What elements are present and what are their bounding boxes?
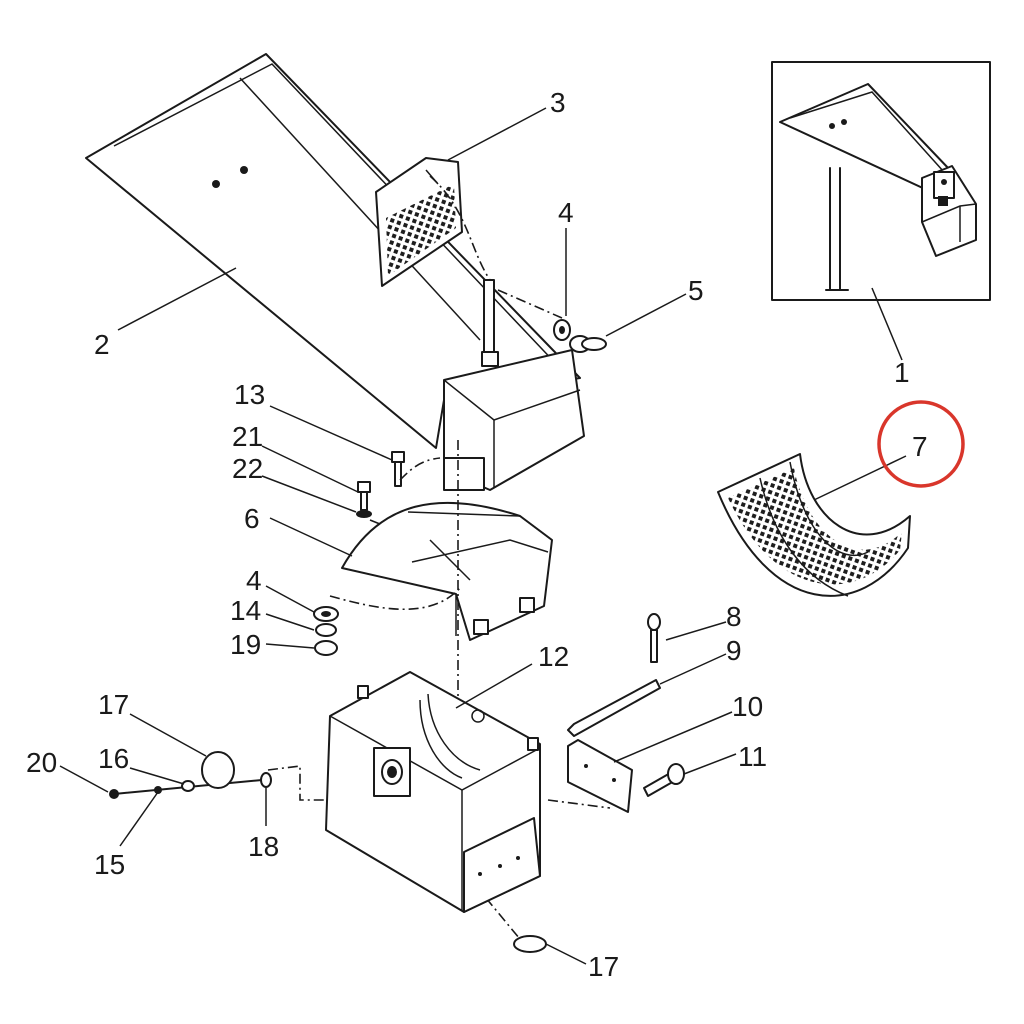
- callout-19: 19: [230, 629, 261, 660]
- callout-2: 2: [94, 329, 110, 360]
- callout-numbers: 1 2 3 4 5 6 7 8 9 10 11 12 13 21 22 4 14…: [26, 87, 928, 982]
- shaft-pin-9: [567, 679, 661, 737]
- callout-13: 13: [234, 379, 265, 410]
- washer-and-wing-nut-top: [553, 319, 607, 353]
- bolt-21-washer-22: [356, 481, 372, 518]
- callout-7: 7: [912, 431, 928, 462]
- callout-4-mid: 4: [246, 565, 262, 596]
- callout-14: 14: [230, 595, 261, 626]
- callout-10: 10: [732, 691, 763, 722]
- nut-stack: [313, 606, 339, 656]
- callout-1: 1: [894, 357, 910, 388]
- callout-12: 12: [538, 641, 569, 672]
- callout-17-bottom: 17: [588, 951, 619, 982]
- callout-18: 18: [248, 831, 279, 862]
- chute-housing: [443, 279, 585, 491]
- assembled-view-inset: [771, 61, 991, 301]
- callout-21: 21: [232, 421, 263, 452]
- bolt-11: [643, 763, 685, 797]
- callout-5: 5: [688, 275, 704, 306]
- bottom-gasket: [513, 935, 547, 953]
- assembly-lines: [267, 175, 611, 945]
- main-housing: [325, 671, 541, 913]
- eye-bolt-8: [647, 613, 661, 663]
- callout-4-top: 4: [558, 197, 574, 228]
- side-bolt-kit: [109, 751, 272, 799]
- bracket-plate-10: [567, 739, 633, 813]
- callout-17-side: 17: [98, 689, 129, 720]
- callout-20: 20: [26, 747, 57, 778]
- callout-11: 11: [738, 741, 767, 772]
- curved-screen: [717, 453, 911, 597]
- callout-8: 8: [726, 601, 742, 632]
- callout-9: 9: [726, 635, 742, 666]
- callout-6: 6: [244, 503, 260, 534]
- deflector-tray: [341, 501, 553, 641]
- highlight-circle: [877, 400, 965, 488]
- bolt-13: [391, 451, 405, 487]
- callout-15: 15: [94, 849, 125, 880]
- leader-lines: [59, 107, 907, 965]
- callout-16: 16: [98, 743, 129, 774]
- callout-22: 22: [232, 453, 263, 484]
- callout-3: 3: [550, 87, 566, 118]
